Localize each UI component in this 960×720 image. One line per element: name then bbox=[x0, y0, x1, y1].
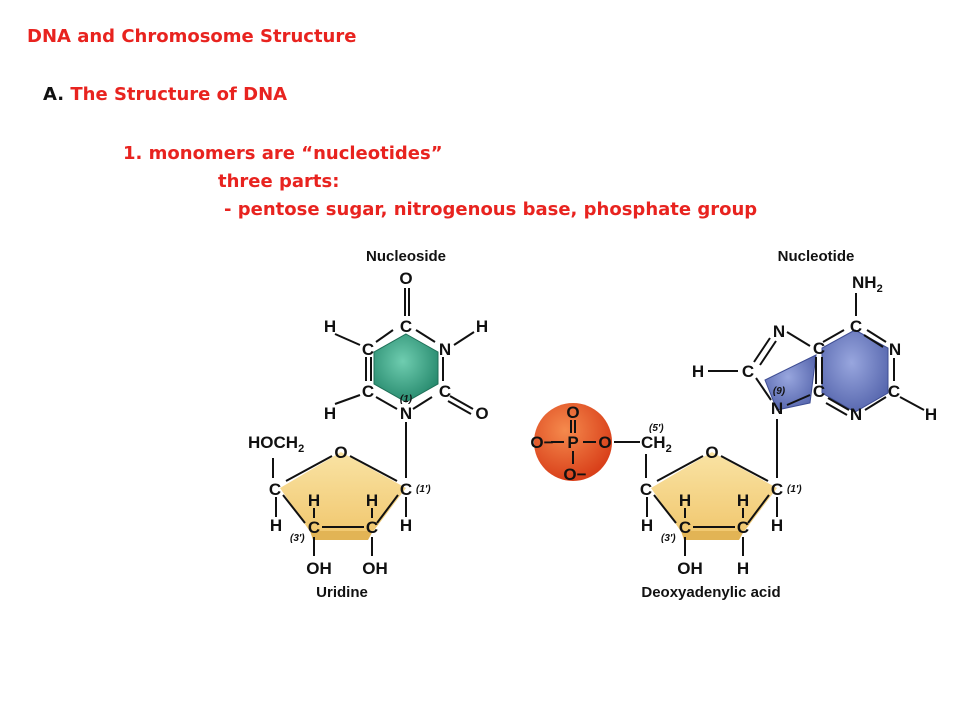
atom-label: OH bbox=[677, 559, 703, 578]
atom-label: H bbox=[308, 491, 320, 510]
atom-label: H bbox=[925, 405, 937, 424]
atom-label: C bbox=[362, 382, 374, 401]
atom-label: C bbox=[813, 339, 825, 358]
carbon-position-label: (1′) bbox=[416, 484, 431, 495]
atom-label: HOCH2 bbox=[248, 433, 304, 455]
uracil-ring bbox=[373, 333, 439, 403]
atom-label: H bbox=[737, 491, 749, 510]
atom-label: N bbox=[773, 322, 785, 341]
atom-label: NH2 bbox=[852, 273, 883, 295]
atom-label: C bbox=[742, 362, 754, 381]
nucleoside-title: Nucleoside bbox=[366, 248, 446, 265]
atom-label: H bbox=[679, 491, 691, 510]
section-letter: A. bbox=[43, 84, 65, 105]
point-1: 1. monomers are “nucleotides” bbox=[123, 143, 443, 164]
nucleotide-title: Nucleotide bbox=[778, 248, 855, 265]
atom-label: O bbox=[566, 403, 579, 422]
atom-label: O bbox=[475, 404, 488, 423]
ring-position-label: (9) bbox=[773, 386, 786, 397]
adenine-imidazole-ring bbox=[764, 354, 817, 411]
atom-label: C bbox=[813, 382, 825, 401]
carbon-position-label: (1′) bbox=[787, 484, 802, 495]
slide-title: DNA and Chromosome Structure bbox=[27, 26, 357, 47]
nucleotide-structure: Nucleotide NH2 C N C N H C C C (9) bbox=[530, 248, 937, 601]
adenine-pyrimidine-ring bbox=[821, 329, 889, 413]
point-1-detail: - pentose sugar, nitrogenous base, phosp… bbox=[224, 199, 758, 220]
atom-label: C bbox=[679, 518, 691, 537]
deoxyribose-bonds bbox=[646, 455, 778, 556]
atom-label: C bbox=[400, 480, 412, 499]
atom-label: OH bbox=[306, 559, 332, 578]
adenine-bonds bbox=[708, 293, 925, 478]
atom-label: N bbox=[771, 399, 783, 418]
atom-label: C bbox=[308, 518, 320, 537]
atom-label: H bbox=[737, 559, 749, 578]
sugar-ring-bottom-edge bbox=[310, 531, 373, 540]
carbon-position-label: (3′) bbox=[661, 533, 676, 544]
uridine-caption: Uridine bbox=[316, 584, 368, 601]
atom-label: C bbox=[439, 382, 451, 401]
deoxyribose-sugar-ring bbox=[651, 452, 777, 533]
atom-label: O bbox=[334, 443, 347, 462]
phosphate-bonds bbox=[551, 420, 647, 478]
atom-label: O− bbox=[563, 465, 586, 484]
atom-label: H bbox=[324, 404, 336, 423]
atom-label: C bbox=[771, 480, 783, 499]
atom-label: C bbox=[737, 518, 749, 537]
atom-label: N bbox=[850, 405, 862, 424]
atom-label: O bbox=[399, 269, 412, 288]
uracil-bonds bbox=[334, 288, 475, 415]
carbon-position-label: (3′) bbox=[290, 533, 305, 544]
atom-label: N bbox=[439, 340, 451, 359]
atom-label: H bbox=[771, 516, 783, 535]
carbon-position-label: (5′) bbox=[649, 423, 664, 434]
section-title: The Structure of DNA bbox=[70, 84, 288, 105]
atom-label: H bbox=[324, 317, 336, 336]
ribose-bonds bbox=[272, 422, 407, 556]
atom-label: H bbox=[692, 362, 704, 381]
ribose-sugar-ring bbox=[280, 452, 406, 533]
atom-label: N bbox=[889, 340, 901, 359]
point-1-sub: three parts: bbox=[218, 171, 340, 192]
phosphate-group-sphere bbox=[534, 403, 612, 481]
deoxyadenylic-acid-caption: Deoxyadenylic acid bbox=[641, 584, 780, 601]
atom-label: CH2 bbox=[641, 433, 672, 455]
atom-label: P bbox=[567, 433, 578, 452]
atom-label: C bbox=[640, 480, 652, 499]
atom-label: O bbox=[705, 443, 718, 462]
nucleoside-structure: Nucleoside O C H H C N C C O H N (1) bbox=[248, 248, 489, 601]
atom-label: C bbox=[888, 382, 900, 401]
sugar-ring-bottom-edge bbox=[681, 531, 744, 540]
atom-label: C bbox=[269, 480, 281, 499]
atom-label: H bbox=[641, 516, 653, 535]
section-heading: A. The Structure of DNA bbox=[43, 84, 287, 105]
atom-label: H bbox=[366, 491, 378, 510]
atom-label: C bbox=[400, 317, 412, 336]
atom-label: H bbox=[270, 516, 282, 535]
atom-label: H bbox=[400, 516, 412, 535]
atom-label: O bbox=[598, 433, 611, 452]
atom-label: H bbox=[476, 317, 488, 336]
atom-label: OH bbox=[362, 559, 388, 578]
atom-label: O− bbox=[530, 433, 553, 452]
ring-position-label: (1) bbox=[400, 394, 413, 405]
atom-label: C bbox=[366, 518, 378, 537]
atom-label: C bbox=[362, 340, 374, 359]
atom-label: C bbox=[850, 317, 862, 336]
atom-label: N bbox=[400, 404, 412, 423]
